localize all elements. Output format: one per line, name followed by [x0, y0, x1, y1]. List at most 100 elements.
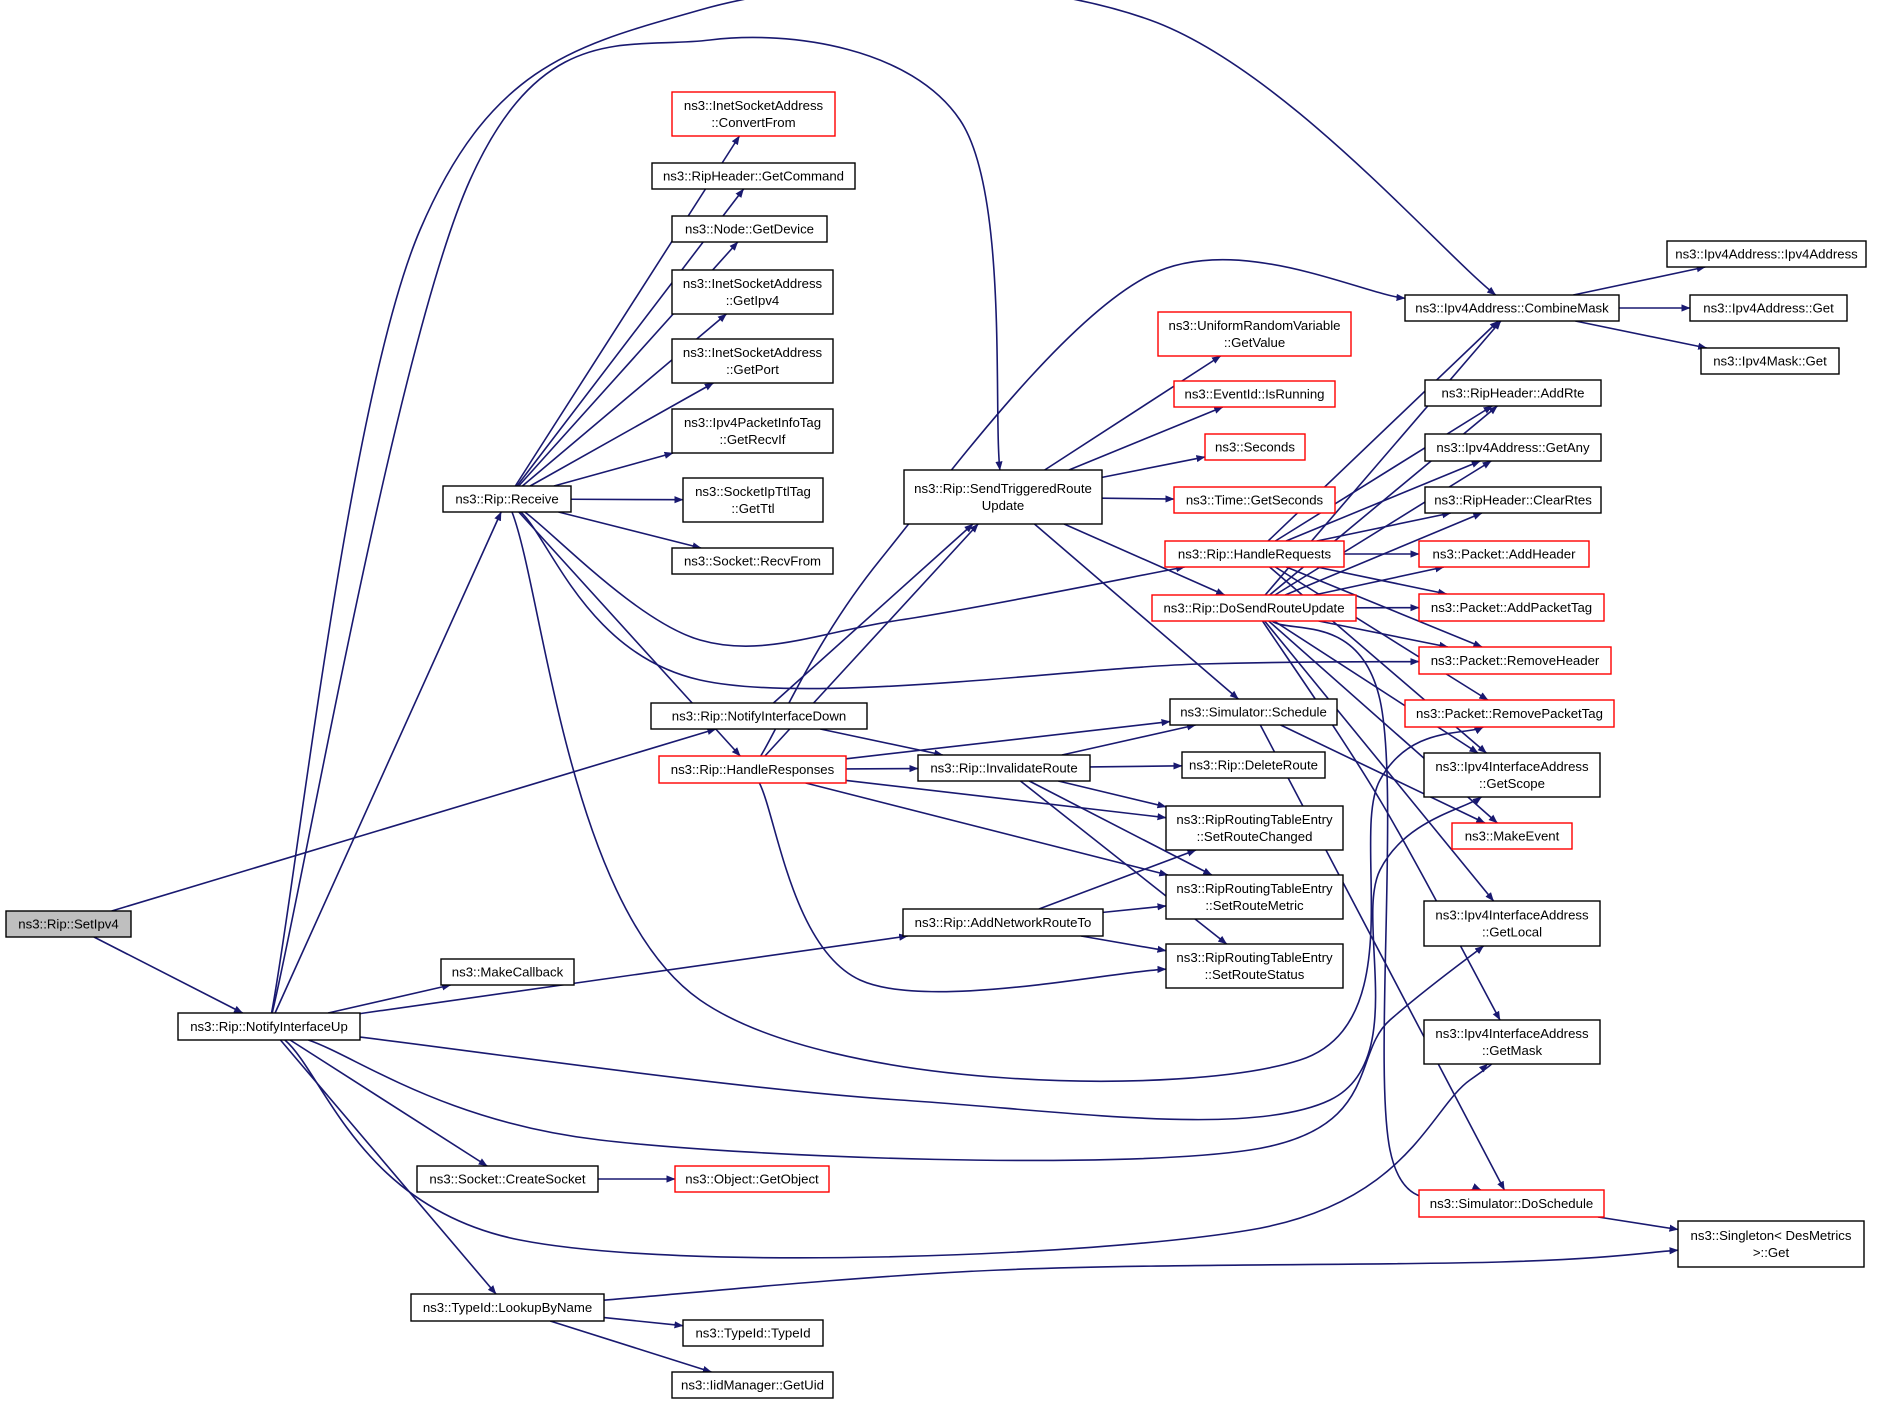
- function-node-getrecvif[interactable]: ns3::Ipv4PacketInfoTag::GetRecvIf: [671, 408, 834, 454]
- node-box: [1165, 805, 1344, 851]
- function-node-setroutemetric[interactable]: ns3::RipRoutingTableEntry::SetRouteMetri…: [1165, 874, 1344, 920]
- node-box: [1418, 540, 1590, 568]
- function-node-deleteroute[interactable]: ns3::Rip::DeleteRoute: [1181, 751, 1326, 779]
- call-edge-handleresponses-to-schedule: [845, 718, 1171, 760]
- function-node-getvalue[interactable]: ns3::UniformRandomVariable::GetValue: [1157, 311, 1352, 357]
- node-box: [1418, 593, 1605, 622]
- function-node-notifydown[interactable]: ns3::Rip::NotifyInterfaceDown: [650, 702, 868, 730]
- node-label: ns3::InetSocketAddress: [683, 345, 823, 360]
- function-node-removeheader[interactable]: ns3::Packet::RemoveHeader: [1418, 646, 1612, 675]
- function-node-getmask[interactable]: ns3::Ipv4InterfaceAddress::GetMask: [1423, 1019, 1601, 1065]
- call-edge-receive-to-getrecvif: [553, 451, 674, 487]
- node-label: ns3::IidManager::GetUid: [681, 1378, 824, 1393]
- call-edge-receive-to-getport: [529, 382, 714, 487]
- node-label: ns3::InetSocketAddress: [684, 98, 824, 113]
- function-node-notifyup[interactable]: ns3::Rip::NotifyInterfaceUp: [177, 1012, 361, 1041]
- function-node-setroutechanged[interactable]: ns3::RipRoutingTableEntry::SetRouteChang…: [1165, 805, 1344, 851]
- node-box: [1404, 699, 1615, 728]
- function-node-removepackettag[interactable]: ns3::Packet::RemovePacketTag: [1404, 699, 1615, 728]
- node-label: ns3::Ipv4Mask::Get: [1713, 354, 1827, 369]
- call-edge-dosendrouteupdate-to-getany: [1274, 460, 1492, 596]
- call-edge-notifydown-to-invalidateroute: [820, 728, 944, 757]
- node-box: [902, 908, 1104, 937]
- function-node-combinemask[interactable]: ns3::Ipv4Address::CombineMask: [1404, 294, 1620, 322]
- function-node-invalidateroute[interactable]: ns3::Rip::InvalidateRoute: [917, 754, 1091, 782]
- function-node-singletonget[interactable]: ns3::Singleton< DesMetrics>::Get: [1677, 1220, 1865, 1268]
- function-node-getscope[interactable]: ns3::Ipv4InterfaceAddress::GetScope: [1423, 752, 1601, 798]
- function-node-getttl[interactable]: ns3::SocketIpTtlTag::GetTtl: [682, 477, 824, 523]
- call-edge-handleresponses-to-setroutemetric: [805, 782, 1169, 877]
- node-box: [1181, 751, 1326, 779]
- call-edge-dosendrouteupdate-to-getlocal: [1264, 620, 1495, 902]
- function-node-setipv4[interactable]: ns3::Rip::SetIpv4: [5, 910, 132, 938]
- node-box: [1700, 347, 1840, 375]
- node-box: [682, 1319, 824, 1347]
- call-edge-addnetworkroute-to-setroutemetric: [1102, 903, 1167, 914]
- node-box: [1451, 822, 1573, 850]
- node-box: [650, 702, 868, 730]
- function-node-lookupbyname[interactable]: ns3::TypeId::LookupByName: [410, 1293, 605, 1322]
- node-label: ns3::EventId::IsRunning: [1184, 387, 1324, 402]
- call-edge-receive-to-handlerequests: [524, 511, 1186, 647]
- node-label: ns3::Ipv4PacketInfoTag: [684, 415, 821, 430]
- call-edge-doschedule-to-singletonget: [1597, 1216, 1679, 1232]
- function-node-addheader[interactable]: ns3::Packet::AddHeader: [1418, 540, 1590, 568]
- function-node-createsocket[interactable]: ns3::Socket::CreateSocket: [416, 1165, 599, 1193]
- function-node-makeevent[interactable]: ns3::MakeEvent: [1451, 822, 1573, 850]
- node-label: ns3::Rip::DoSendRouteUpdate: [1163, 601, 1344, 616]
- function-node-doschedule[interactable]: ns3::Simulator::DoSchedule: [1418, 1189, 1605, 1218]
- function-node-addrte[interactable]: ns3::RipHeader::AddRte: [1424, 379, 1602, 407]
- node-label: ns3::Rip::NotifyInterfaceUp: [190, 1019, 348, 1034]
- function-node-seconds[interactable]: ns3::Seconds: [1204, 433, 1306, 461]
- function-node-setroutestatus[interactable]: ns3::RipRoutingTableEntry::SetRouteStatu…: [1165, 943, 1344, 989]
- function-node-receive[interactable]: ns3::Rip::Receive: [442, 485, 572, 513]
- call-edge-receive-to-removepackettag: [511, 511, 1484, 1082]
- call-edge-receive-to-convertfrom: [514, 135, 741, 487]
- function-node-dosendrouteupdate[interactable]: ns3::Rip::DoSendRouteUpdate: [1151, 594, 1357, 622]
- node-box: [903, 469, 1103, 525]
- function-node-ipv4maskget[interactable]: ns3::Ipv4Mask::Get: [1700, 347, 1840, 375]
- node-box: [1423, 900, 1601, 947]
- function-node-clearrtes[interactable]: ns3::RipHeader::ClearRtes: [1424, 486, 1602, 514]
- function-node-getobject[interactable]: ns3::Object::GetObject: [674, 1165, 830, 1193]
- function-node-getuid[interactable]: ns3::IidManager::GetUid: [671, 1371, 834, 1399]
- function-node-isrunning[interactable]: ns3::EventId::IsRunning: [1173, 380, 1336, 408]
- function-node-addpackettag[interactable]: ns3::Packet::AddPacketTag: [1418, 593, 1605, 622]
- function-node-handleresponses[interactable]: ns3::Rip::HandleResponses: [658, 755, 847, 784]
- function-node-recvfrom[interactable]: ns3::Socket::RecvFrom: [671, 547, 834, 575]
- node-label: ns3::MakeCallback: [452, 965, 564, 980]
- function-node-addnetworkroute[interactable]: ns3::Rip::AddNetworkRouteTo: [902, 908, 1104, 937]
- function-node-makecallback[interactable]: ns3::MakeCallback: [440, 958, 575, 986]
- function-node-getlocal[interactable]: ns3::Ipv4InterfaceAddress::GetLocal: [1423, 900, 1601, 947]
- node-box: [1424, 486, 1602, 514]
- function-node-getipv4[interactable]: ns3::InetSocketAddress::GetIpv4: [671, 269, 834, 315]
- function-node-getdevice[interactable]: ns3::Node::GetDevice: [671, 215, 828, 243]
- function-node-typeid[interactable]: ns3::TypeId::TypeId: [682, 1319, 824, 1347]
- node-label: ns3::Ipv4InterfaceAddress: [1435, 908, 1589, 923]
- node-box: [1689, 294, 1848, 322]
- function-node-ipv4addrget[interactable]: ns3::Ipv4Address::Get: [1689, 294, 1848, 322]
- node-label: ns3::RipRoutingTableEntry: [1176, 812, 1333, 827]
- function-node-handlerequests[interactable]: ns3::Rip::HandleRequests: [1164, 540, 1345, 568]
- function-node-convertfrom[interactable]: ns3::InetSocketAddress::ConvertFrom: [671, 91, 836, 137]
- node-label: ns3::Rip::HandleRequests: [1178, 547, 1332, 562]
- function-node-schedule[interactable]: ns3::Simulator::Schedule: [1169, 698, 1338, 726]
- node-label: ns3::Rip::Receive: [455, 492, 558, 507]
- function-node-getport[interactable]: ns3::InetSocketAddress::GetPort: [671, 338, 834, 384]
- call-edge-lookupbyname-to-getuid: [549, 1320, 712, 1373]
- node-box: [671, 338, 834, 384]
- node-label: ns3::RipRoutingTableEntry: [1176, 881, 1333, 896]
- node-box: [671, 1371, 834, 1399]
- function-node-getseconds[interactable]: ns3::Time::GetSeconds: [1173, 486, 1336, 514]
- node-label: ns3::Packet::RemoveHeader: [1431, 653, 1600, 668]
- function-node-ipv4address[interactable]: ns3::Ipv4Address::Ipv4Address: [1666, 240, 1867, 268]
- node-label: ns3::Rip::AddNetworkRouteTo: [915, 915, 1092, 930]
- function-node-getcommand[interactable]: ns3::RipHeader::GetCommand: [651, 162, 856, 190]
- function-node-getany[interactable]: ns3::Ipv4Address::GetAny: [1424, 433, 1602, 462]
- node-label: ns3::Rip::InvalidateRoute: [930, 761, 1077, 776]
- node-label: ::ConvertFrom: [711, 115, 795, 130]
- node-box: [1173, 486, 1336, 514]
- node-label: ::GetMask: [1482, 1043, 1542, 1058]
- node-box: [651, 162, 856, 190]
